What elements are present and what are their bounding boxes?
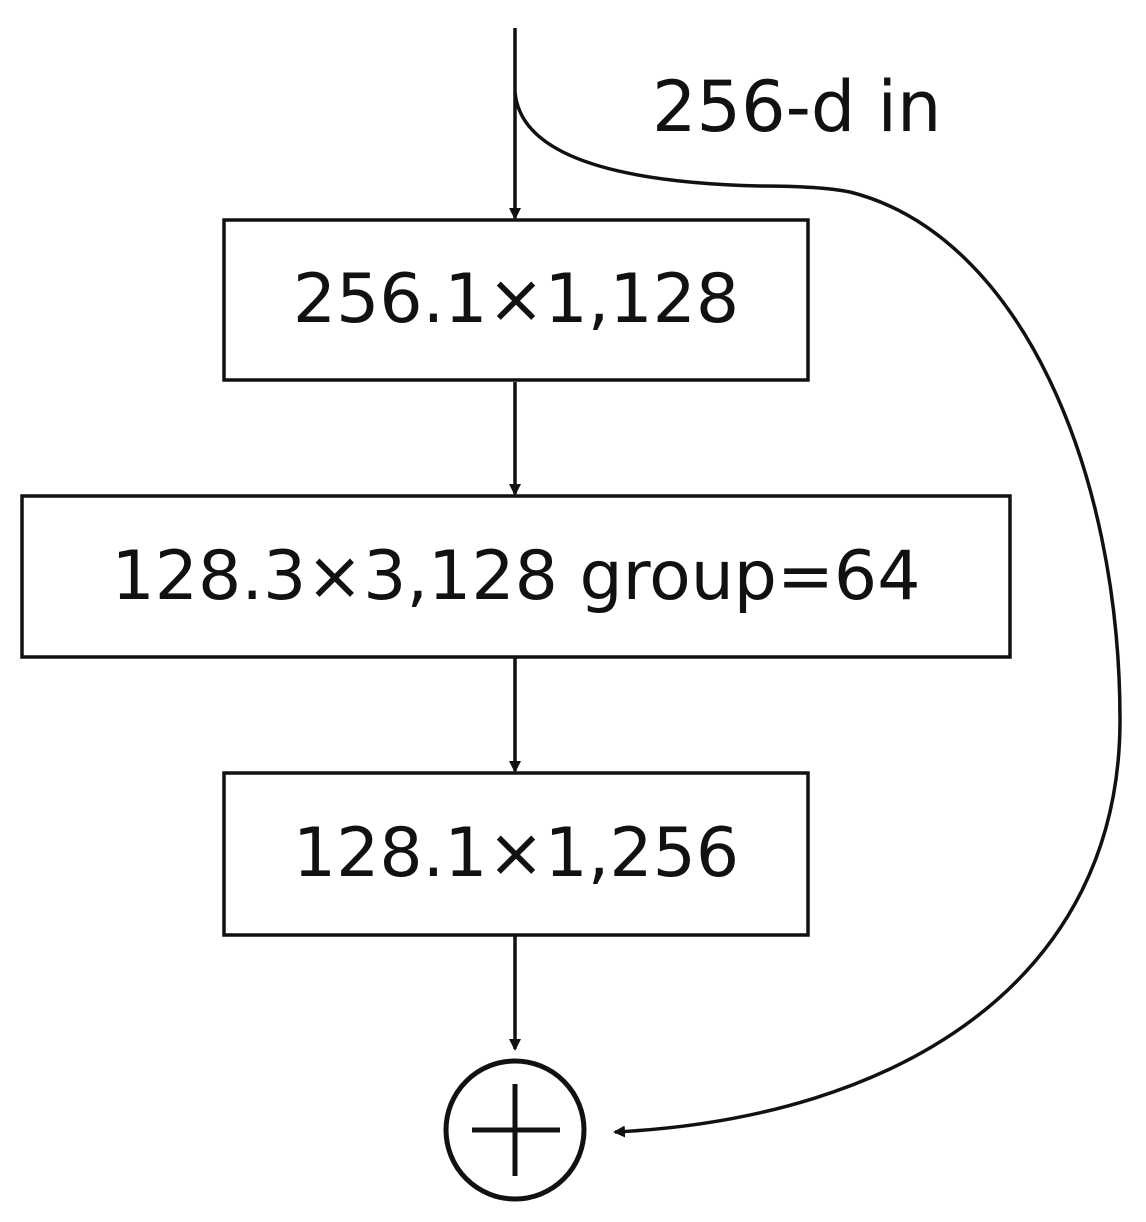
block-3-box (222, 771, 810, 937)
block-3-label: 128.1×1,256 (292, 814, 740, 893)
block-2-label: 128.3×3,128 group=64 (111, 536, 921, 616)
input-dimension-label: 256-d in (652, 66, 942, 148)
skip-connection-arrow (513, 91, 1122, 1138)
block-1-box (222, 218, 810, 382)
block-1-label: 256.1×1,128 (292, 260, 740, 339)
plus-icon (472, 1084, 560, 1176)
block-2-box (20, 494, 1012, 659)
